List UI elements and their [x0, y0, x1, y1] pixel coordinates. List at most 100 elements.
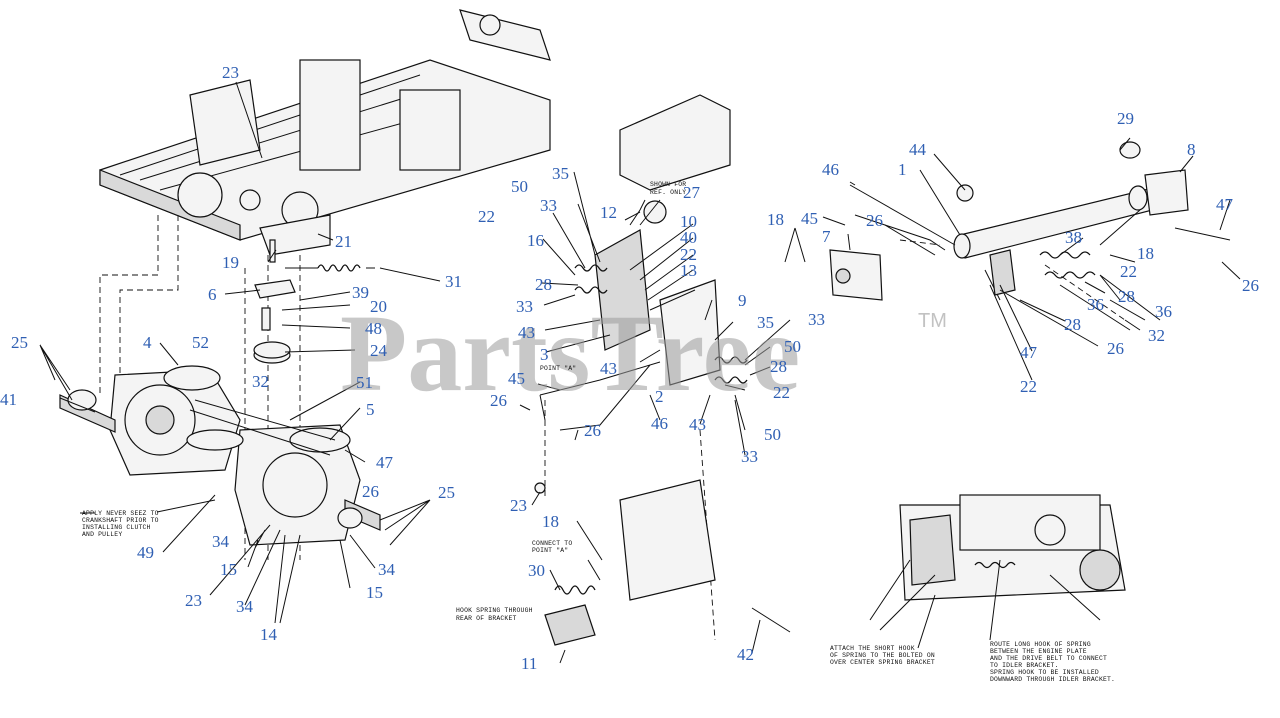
idler-pulley-parts	[253, 239, 375, 364]
callout: 33	[540, 196, 557, 215]
callout: 22	[1120, 262, 1137, 281]
svg-text:AND PULLEY: AND PULLEY	[82, 531, 122, 538]
callout: 49	[137, 543, 154, 562]
svg-text:AND THE DRIVE BELT TO CONNECT: AND THE DRIVE BELT TO CONNECT	[990, 655, 1107, 662]
callout: 15	[220, 560, 237, 579]
callout: 28	[1064, 315, 1081, 334]
callout: 47	[1020, 343, 1038, 362]
callout: 41	[0, 390, 17, 409]
callout: 16	[527, 231, 544, 250]
callout: 23	[185, 591, 202, 610]
callout: 13	[680, 261, 697, 280]
svg-text:ATTACH THE SHORT HOOK: ATTACH THE SHORT HOOK	[830, 645, 915, 652]
callout: 23	[222, 63, 239, 82]
svg-text:INSTALLING CLUTCH: INSTALLING CLUTCH	[82, 524, 151, 531]
callout: 12	[600, 203, 617, 222]
callout: 52	[192, 333, 209, 352]
callout: 9	[738, 291, 747, 310]
callout: 7	[822, 227, 831, 246]
callout: 28	[1118, 287, 1135, 306]
svg-text:CONNECT TO: CONNECT TO	[532, 540, 572, 547]
callout: 50	[764, 425, 781, 444]
callout: 46	[651, 414, 668, 433]
callout: 2	[655, 387, 664, 406]
callout: 22	[773, 383, 790, 402]
callout: 5	[366, 400, 375, 419]
callout: 34	[236, 597, 254, 616]
callout: 28	[535, 275, 552, 294]
callout: 36	[1087, 295, 1104, 314]
leader-lines	[39, 81, 1241, 664]
callout: 50	[511, 177, 528, 196]
callout: 27	[683, 183, 701, 202]
callout: 47	[376, 453, 394, 472]
svg-text:TO IDLER BRACKET.: TO IDLER BRACKET.	[990, 662, 1059, 669]
watermark-tm: TM	[918, 310, 947, 332]
callout: 25	[438, 483, 455, 502]
callout: 26	[1242, 276, 1259, 295]
callout: 34	[378, 560, 396, 579]
callouts: 23 21 19 31 6 39 20 48 52 24 4 25 41 32 …	[0, 63, 1259, 673]
lever-assembly	[534, 94, 791, 646]
svg-text:CRANKSHAFT PRIOR TO: CRANKSHAFT PRIOR TO	[82, 517, 159, 524]
callout: 45	[801, 209, 818, 228]
note-hook-spring: HOOK SPRING THROUGH REAR OF BRACKET	[456, 607, 532, 622]
callout: 33	[516, 297, 533, 316]
callout: 40	[680, 228, 697, 247]
callout: 6	[208, 285, 217, 304]
watermark-text: PartsTree	[340, 292, 800, 414]
svg-text:POINT "A": POINT "A"	[532, 547, 568, 554]
callout: 26	[1107, 339, 1124, 358]
svg-text:APPLY NEVER SEEZ TO: APPLY NEVER SEEZ TO	[82, 510, 159, 517]
callout: 19	[222, 253, 239, 272]
callout: 42	[737, 645, 754, 664]
callout: 50	[784, 337, 801, 356]
right-shaft-assembly	[829, 141, 1231, 331]
svg-text:ROUTE LONG HOOK OF SPRING: ROUTE LONG HOOK OF SPRING	[990, 641, 1091, 648]
callout: 47	[1216, 195, 1234, 214]
callout: 26	[362, 482, 379, 501]
callout: 34	[212, 532, 230, 551]
callout: 26	[490, 391, 507, 410]
note-short-hook: ATTACH THE SHORT HOOK OF SPRING TO THE B…	[830, 645, 935, 666]
svg-text:BETWEEN THE ENGINE PLATE: BETWEEN THE ENGINE PLATE	[990, 648, 1087, 655]
callout: 43	[600, 359, 617, 378]
callout: 18	[542, 512, 559, 531]
callout: 51	[356, 373, 373, 392]
note-never-seez: APPLY NEVER SEEZ TO CRANKSHAFT PRIOR TO …	[82, 510, 159, 538]
callout: 15	[366, 583, 383, 602]
callout: 22	[680, 245, 697, 264]
note-long-hook: ROUTE LONG HOOK OF SPRING BETWEEN THE EN…	[990, 641, 1115, 683]
callout: 32	[1148, 326, 1165, 345]
callout: 35	[757, 313, 774, 332]
callout: 21	[335, 232, 352, 251]
svg-text:REF. ONLY: REF. ONLY	[650, 189, 686, 196]
callout: 1	[898, 160, 907, 179]
svg-text:OF SPRING TO THE BOLTED ON: OF SPRING TO THE BOLTED ON	[830, 652, 935, 659]
svg-text:REAR OF BRACKET: REAR OF BRACKET	[456, 615, 517, 622]
chassis-frame	[99, 9, 551, 256]
callout: 30	[528, 561, 545, 580]
callout: 20	[370, 297, 387, 316]
callout: 45	[508, 369, 525, 388]
callout: 39	[352, 283, 369, 302]
callout: 48	[365, 319, 382, 338]
svg-text:DOWNWARD THROUGH IDLER BRACKET: DOWNWARD THROUGH IDLER BRACKET.	[990, 676, 1115, 683]
callout: 22	[1020, 377, 1037, 396]
callout: 33	[741, 447, 758, 466]
note-point-a: POINT "A"	[540, 365, 576, 372]
callout: 38	[1065, 228, 1082, 247]
callout: 18	[1137, 244, 1154, 263]
callout: 31	[445, 272, 462, 291]
callout: 22	[478, 207, 495, 226]
callout: 46	[822, 160, 839, 179]
callout: 18	[767, 210, 784, 229]
callout: 44	[909, 140, 927, 159]
callout: 4	[143, 333, 152, 352]
note-shown-for-ref: SHOWN FOR REF. ONLY	[650, 181, 686, 196]
callout: 43	[689, 415, 706, 434]
callout: 28	[770, 357, 787, 376]
transaxle-assembly	[59, 365, 381, 546]
callout: 24	[370, 341, 388, 360]
